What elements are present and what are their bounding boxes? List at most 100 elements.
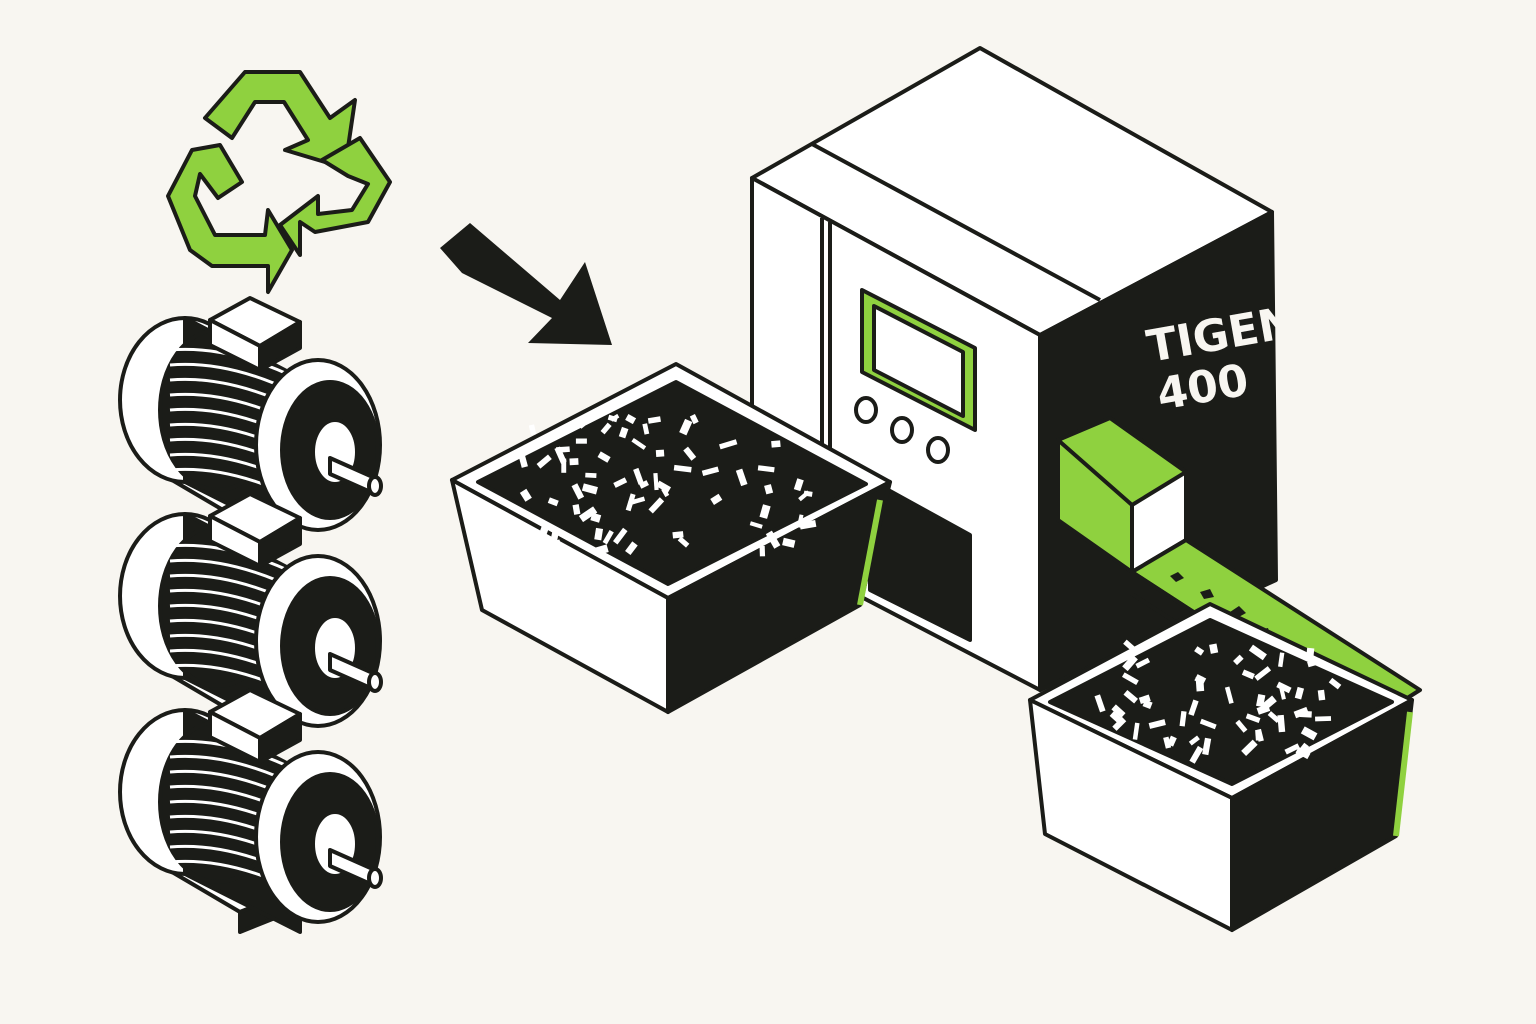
scrap-chip	[1121, 672, 1139, 686]
scrap-chip	[1267, 711, 1281, 723]
scrap-chip	[1209, 643, 1219, 654]
control-button-1	[854, 396, 878, 424]
control-button-3	[926, 436, 950, 464]
scrap-chip	[600, 422, 612, 435]
scrap-chip	[590, 512, 602, 523]
scrap-chip	[759, 545, 766, 557]
scrap-chip	[548, 548, 567, 557]
scrap-chip	[607, 414, 618, 423]
scrap-chip	[1135, 657, 1151, 669]
output-bin-pellets	[1094, 639, 1342, 764]
scrap-chip	[1235, 719, 1248, 733]
scrap-chip	[683, 446, 697, 461]
scrap-chip	[793, 478, 804, 492]
scrap-chip	[1188, 699, 1199, 716]
scrap-chip	[602, 529, 614, 545]
scrap-chip	[537, 525, 549, 541]
scrap-chip	[1194, 674, 1207, 685]
scrap-chip	[672, 531, 684, 539]
output-bin	[1028, 602, 1414, 932]
scrap-chip	[710, 493, 723, 505]
scrap-chip	[1123, 639, 1140, 655]
scrap-chip	[1328, 677, 1342, 690]
scrap-chip	[1284, 743, 1300, 755]
electric-motor-icon	[118, 688, 383, 934]
arrow-right-down-icon	[440, 223, 612, 345]
scrap-chip	[1278, 652, 1285, 668]
scrap-chip	[719, 439, 738, 450]
scrap-chip	[653, 472, 659, 491]
scrap-chip	[1241, 669, 1255, 680]
shredder-machine: TIGEN 400	[750, 46, 1422, 747]
scrap-chip	[1294, 686, 1305, 700]
scrap-chip	[759, 504, 771, 519]
scrap-chip	[1123, 689, 1138, 704]
scrap-chip	[581, 483, 598, 495]
scrap-chip	[578, 506, 598, 523]
scrap-chip	[576, 419, 586, 429]
scrap-chip	[757, 465, 775, 473]
scrap-chip	[771, 440, 781, 448]
scrap-chip	[1202, 737, 1212, 756]
scrap-chip	[1299, 710, 1312, 718]
scrap-chip	[1132, 722, 1140, 740]
scrap-chip	[618, 426, 629, 439]
scrap-chip	[796, 514, 804, 528]
scrap-chip	[1294, 742, 1310, 760]
recycle-icon	[166, 70, 392, 294]
scrap-chip	[522, 529, 540, 544]
scrap-chip	[536, 454, 552, 469]
electric-motor-icon	[118, 492, 383, 738]
scrap-chip	[625, 541, 638, 556]
scrap-chip	[572, 504, 581, 515]
scrap-chip	[613, 527, 628, 545]
scrap-chip	[764, 484, 774, 495]
scrap-chip	[749, 521, 763, 529]
scrap-chip	[625, 413, 637, 425]
scrap-chip	[642, 423, 650, 435]
scrap-chip	[571, 483, 585, 500]
scrap-chip	[765, 530, 781, 549]
scrap-chip	[594, 544, 609, 556]
scrap-chip	[1278, 683, 1286, 700]
scrap-chip	[1300, 726, 1318, 741]
input-bin-scrap	[517, 413, 817, 557]
scrap-chip	[803, 490, 813, 497]
scrap-chip	[631, 437, 647, 450]
scrap-chip	[1255, 729, 1262, 741]
scrap-chip	[735, 468, 748, 487]
scrap-chip	[517, 449, 528, 468]
scrap-chip	[1148, 719, 1166, 729]
scrap-chip	[585, 472, 597, 478]
scrap-chip	[542, 433, 553, 444]
input-bin	[450, 362, 892, 714]
scrap-chip	[1111, 704, 1126, 719]
scrap-chip	[638, 480, 649, 489]
scrap-chip	[633, 467, 644, 485]
scrap-chip	[1199, 718, 1217, 730]
scrap-chip	[782, 537, 796, 548]
scrap-chip	[1260, 695, 1277, 712]
scrap-chip	[1167, 735, 1177, 747]
scrap-chip	[1277, 714, 1286, 733]
scrap-chip	[655, 449, 665, 457]
scrap-chip	[673, 464, 692, 473]
scrap-chip	[1224, 686, 1234, 704]
scrap-chip	[1188, 735, 1200, 746]
scrap-chip	[689, 413, 699, 425]
scrap-chip	[569, 458, 579, 466]
scrap-chip	[519, 488, 532, 502]
scrap-chip	[648, 497, 665, 514]
scrap-chip	[628, 496, 646, 506]
scrap-chip	[549, 527, 560, 545]
scrap-chip	[1233, 654, 1244, 666]
scrap-chip	[1109, 711, 1124, 725]
scrap-chip	[1241, 739, 1258, 756]
scrap-chip	[701, 466, 720, 477]
scrap-chip	[554, 446, 567, 464]
scrap-chip	[647, 416, 661, 424]
scrap-chip	[799, 520, 817, 530]
scrap-chip	[1142, 699, 1153, 710]
scrap-chip	[1306, 647, 1315, 660]
